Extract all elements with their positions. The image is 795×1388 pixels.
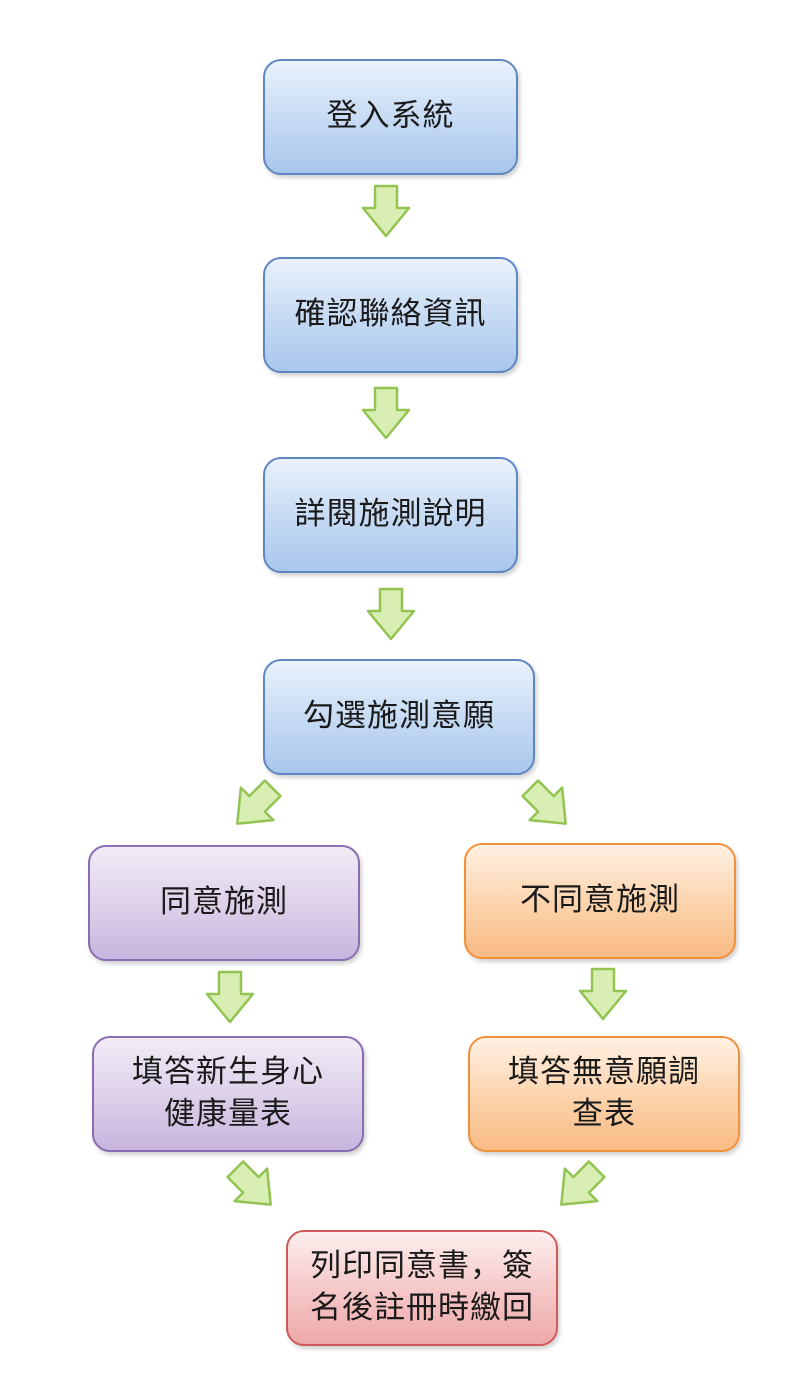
step-confirm-contact-label: 確認聯絡資訊 xyxy=(294,296,487,333)
arrow-converge-left xyxy=(219,1153,287,1221)
step-disagree-box: 不同意施測 xyxy=(464,843,736,959)
step-fill-no-willingness-survey-box: 填答無意願調 查表 xyxy=(468,1036,740,1152)
step-disagree-label: 不同意施測 xyxy=(520,882,680,919)
green-block-arrow-icon xyxy=(226,1160,272,1206)
green-block-arrow-icon xyxy=(521,779,567,825)
step-fill-health-scale-label: 填答新生身心 健康量表 xyxy=(132,1054,324,1132)
green-block-arrow-icon xyxy=(366,587,416,641)
arrow-down-2 xyxy=(361,386,411,440)
step-print-consent-label: 列印同意書，簽 名後註冊時繳回 xyxy=(310,1248,534,1326)
step-select-willingness-label: 勾選施測意願 xyxy=(303,698,495,735)
step-read-instructions-box: 詳閱施測說明 xyxy=(263,457,518,573)
green-block-arrow-icon xyxy=(361,386,411,440)
arrow-down-left xyxy=(205,970,255,1024)
arrow-down-1 xyxy=(361,184,411,238)
arrow-down-3 xyxy=(366,587,416,641)
green-block-arrow-icon xyxy=(361,184,411,238)
step-agree-label: 同意施測 xyxy=(160,884,288,921)
step-fill-health-scale-box: 填答新生身心 健康量表 xyxy=(92,1036,364,1152)
arrow-diagonal-left xyxy=(221,772,289,840)
arrow-down-right xyxy=(578,967,628,1021)
arrow-diagonal-right xyxy=(514,772,582,840)
step-select-willingness-box: 勾選施測意願 xyxy=(263,659,535,775)
step-fill-no-willingness-survey-label: 填答無意願調 查表 xyxy=(508,1054,700,1132)
step-print-consent-box: 列印同意書，簽 名後註冊時繳回 xyxy=(286,1230,558,1346)
step-read-instructions-label: 詳閱施測說明 xyxy=(294,496,487,533)
step-login-label: 登入系統 xyxy=(326,98,455,135)
step-login-box: 登入系統 xyxy=(263,59,518,175)
green-block-arrow-icon xyxy=(578,967,628,1021)
arrow-converge-right xyxy=(545,1153,613,1221)
step-confirm-contact-box: 確認聯絡資訊 xyxy=(263,257,518,373)
green-block-arrow-icon xyxy=(236,779,282,825)
green-block-arrow-icon xyxy=(205,970,255,1024)
step-agree-box: 同意施測 xyxy=(88,845,360,961)
green-block-arrow-icon xyxy=(560,1160,606,1206)
